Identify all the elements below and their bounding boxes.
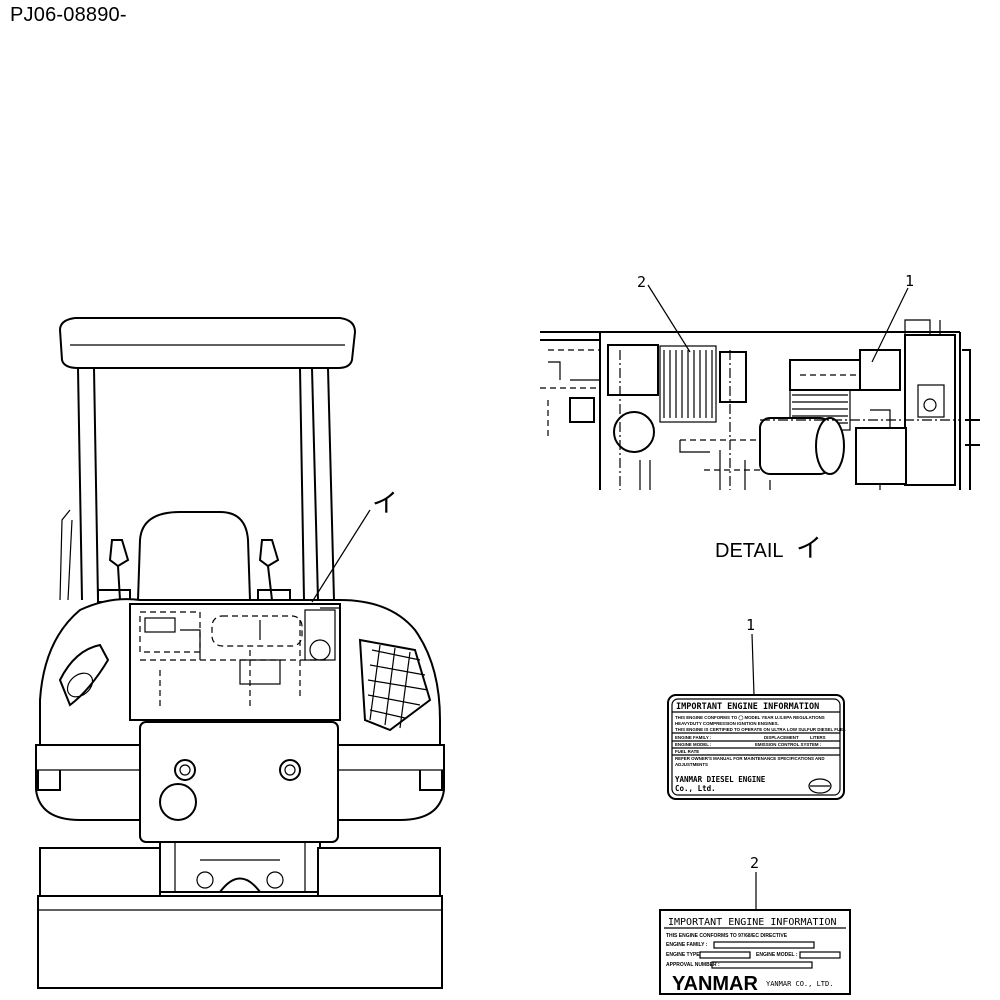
svg-text:ENGINE TYPE: ENGINE TYPE bbox=[666, 952, 700, 958]
svg-text:FUEL RATE: FUEL RATE bbox=[675, 749, 699, 754]
svg-text:THIS ENGINE CONFORMS TO ◯ MODE: THIS ENGINE CONFORMS TO ◯ MODEL YEAR U.S… bbox=[675, 715, 825, 721]
drawing-number: PJ06-08890- bbox=[10, 4, 127, 26]
view-marker-label: イ bbox=[372, 488, 398, 518]
label1-title: IMPORTANT ENGINE INFORMATION bbox=[676, 702, 819, 712]
svg-text:EMISSION CONTROL SYSTEM :: EMISSION CONTROL SYSTEM : bbox=[755, 742, 822, 747]
label2-title: IMPORTANT ENGINE INFORMATION bbox=[668, 917, 837, 928]
part-1-number: 1 bbox=[746, 616, 755, 634]
svg-text:ADJUSTMENTS: ADJUSTMENTS bbox=[675, 762, 708, 767]
svg-text:DISPLACEMENT: DISPLACEMENT bbox=[764, 735, 799, 740]
detail-caption: DETAIL bbox=[715, 540, 784, 562]
svg-text:ENGINE MODEL :: ENGINE MODEL : bbox=[756, 952, 798, 958]
detail-caption-marker: イ bbox=[796, 533, 822, 563]
label1-maker: YANMAR DIESEL ENGINE bbox=[675, 775, 766, 784]
svg-text:ENGINE FAMILY :: ENGINE FAMILY : bbox=[675, 735, 712, 740]
label2-company: YANMAR CO., LTD. bbox=[766, 980, 833, 988]
svg-text:APPROVAL NUMBER :: APPROVAL NUMBER : bbox=[666, 962, 720, 968]
label1-maker2: Co., Ltd. bbox=[675, 784, 716, 793]
svg-text:ENGINE FAMILY :: ENGINE FAMILY : bbox=[666, 942, 708, 948]
svg-text:THIS ENGINE IS CERTIFIED TO OP: THIS ENGINE IS CERTIFIED TO OPERATE ON U… bbox=[675, 727, 846, 732]
label2-brand: YANMAR bbox=[672, 973, 758, 995]
detail-callout-1: 1 bbox=[905, 272, 914, 290]
part-2-label: 2 IMPORTANT ENGINE INFORMATION THIS ENGI… bbox=[659, 854, 851, 995]
part-1-label: 1 IMPORTANT ENGINE INFORMATION THIS ENGI… bbox=[667, 616, 846, 800]
svg-text:HEAVYDUTY COMPRESSION IGNITION: HEAVYDUTY COMPRESSION IGNITION ENGINES. bbox=[675, 721, 779, 726]
svg-text:ENGINE MODEL :: ENGINE MODEL : bbox=[675, 742, 712, 747]
svg-text:REFER OWNER'S MANUAL FOR MAINT: REFER OWNER'S MANUAL FOR MAINTENANCE SPE… bbox=[675, 756, 825, 761]
excavator-rear-view bbox=[35, 317, 445, 989]
svg-text:LITERS: LITERS bbox=[810, 735, 826, 740]
svg-text:THIS ENGINE CONFORMS TO 97/68/: THIS ENGINE CONFORMS TO 97/68/EC DIRECTI… bbox=[666, 933, 788, 939]
detail-view: 2 1 bbox=[540, 272, 980, 490]
view-marker-callout: イ bbox=[311, 488, 398, 603]
detail-callout-2: 2 bbox=[637, 273, 646, 291]
part-2-number: 2 bbox=[750, 854, 759, 872]
